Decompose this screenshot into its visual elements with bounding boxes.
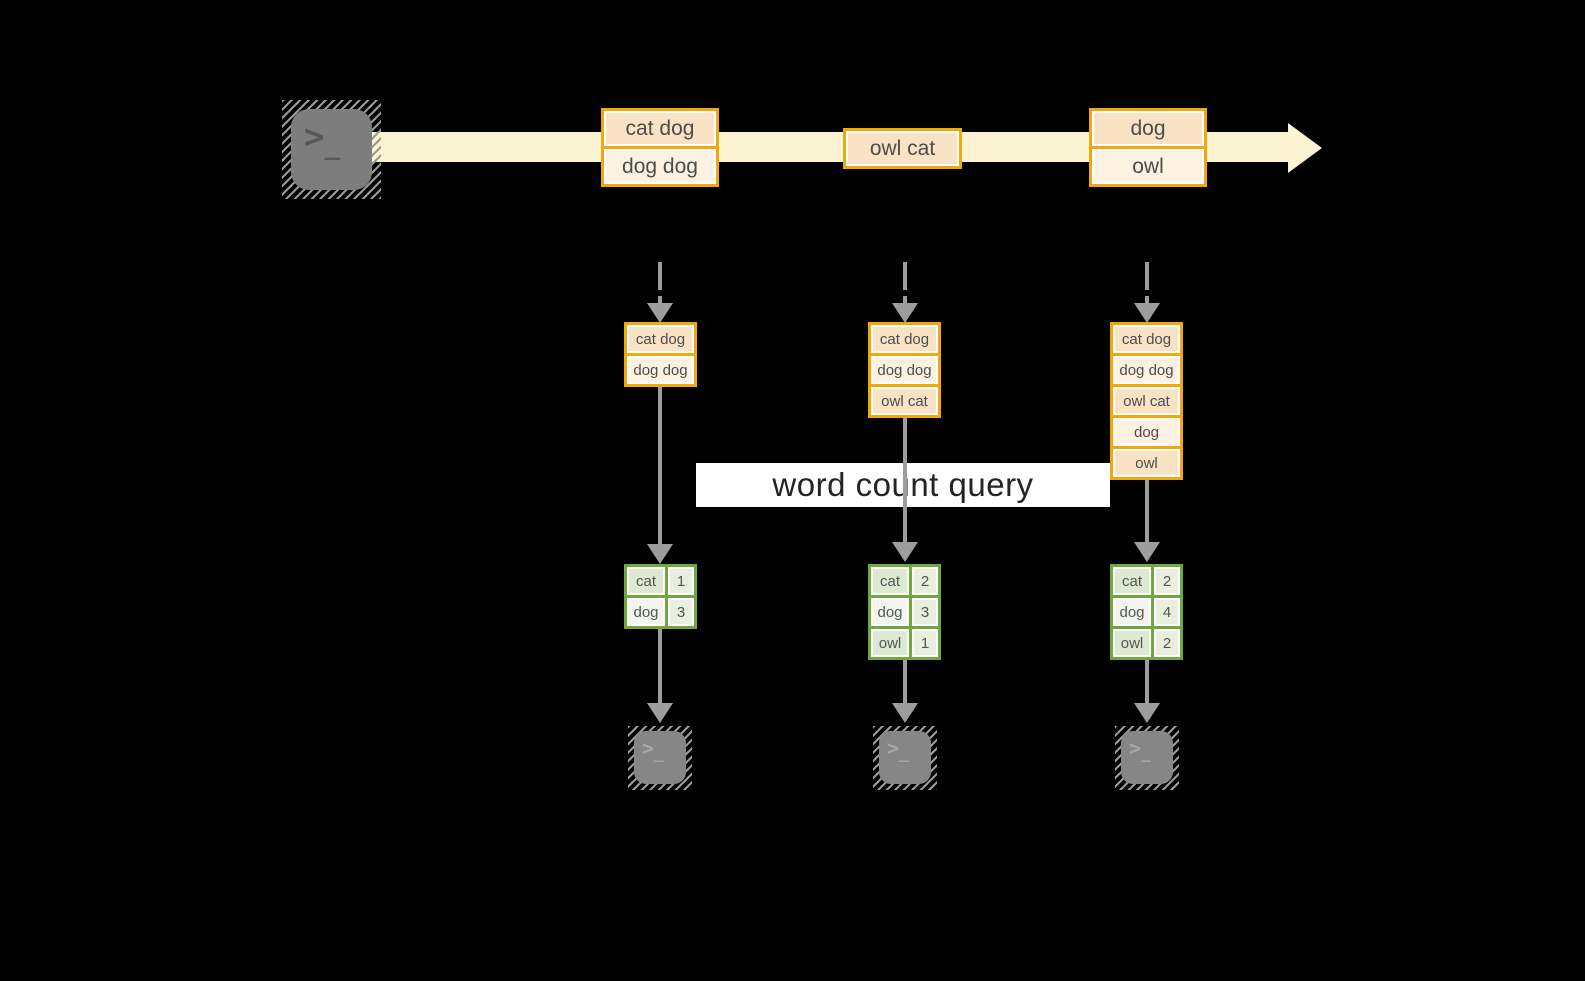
connector-line: [1145, 479, 1149, 543]
dashed-arrow-segment: [903, 296, 907, 308]
word-cell: dog: [871, 598, 909, 626]
connector-line: [903, 415, 907, 543]
batch-record: dog dog: [1113, 356, 1180, 384]
sink-terminal-icon: >_: [873, 726, 937, 790]
microbatch-box-1: cat dog dog dog: [624, 322, 697, 387]
word-cell: cat: [627, 567, 665, 595]
down-arrowhead-icon: [1134, 303, 1160, 323]
microbatch-box-2: cat dog dog dog owl cat: [868, 322, 941, 418]
connector-line: [658, 629, 662, 705]
terminal-icon-body: >_: [879, 731, 931, 784]
batch-record: owl cat: [1113, 387, 1180, 415]
connector-line: [658, 385, 662, 545]
down-arrowhead-icon: [1134, 542, 1160, 562]
count-cell: 1: [912, 629, 938, 657]
batch-record: dog dog: [627, 356, 694, 384]
word-cell: owl: [1113, 629, 1151, 657]
connector-line: [1145, 660, 1149, 705]
down-arrowhead-icon: [892, 303, 918, 323]
terminal-prompt-glyph: >: [642, 736, 655, 760]
stream-event-box-1: cat dog dog dog: [601, 108, 719, 187]
wordcount-table-1: cat 1 dog 3: [624, 564, 697, 629]
stream-timeline-arrowhead-icon: [1288, 123, 1322, 173]
batch-record: owl: [1113, 449, 1180, 477]
terminal-icon-body: >_: [1121, 731, 1173, 784]
word-cell: dog: [1113, 598, 1151, 626]
count-cell: 4: [1154, 598, 1180, 626]
terminal-prompt-glyph: >: [1129, 736, 1142, 760]
terminal-cursor-glyph: _: [654, 743, 664, 762]
connector-line: [903, 660, 907, 705]
terminal-prompt-glyph: >: [304, 117, 325, 157]
stream-event-box-2: owl cat: [843, 128, 962, 169]
microbatch-box-3: cat dog dog dog owl cat dog owl: [1110, 322, 1183, 480]
word-cell: owl: [871, 629, 909, 657]
terminal-icon-body: >_: [291, 109, 372, 190]
wordcount-table-2: cat 2 dog 3 owl 1: [868, 564, 941, 660]
batch-record: cat dog: [1113, 325, 1180, 353]
down-arrowhead-icon: [647, 703, 673, 723]
dashed-arrow-segment: [658, 296, 662, 308]
stream-record: owl cat: [846, 131, 959, 166]
terminal-prompt-glyph: >: [887, 736, 900, 760]
terminal-cursor-glyph: _: [899, 743, 909, 762]
dashed-arrow-segment: [658, 262, 662, 290]
count-cell: 2: [1154, 629, 1180, 657]
dashed-arrow-segment: [1145, 296, 1149, 308]
dashed-arrow-segment: [903, 262, 907, 290]
down-arrowhead-icon: [647, 544, 673, 564]
wordcount-table-3: cat 2 dog 4 owl 2: [1110, 564, 1183, 660]
sink-terminal-icon: >_: [1115, 726, 1179, 790]
source-terminal-icon: >_: [282, 100, 381, 199]
dashed-arrow-segment: [1145, 262, 1149, 290]
batch-record: dog dog: [871, 356, 938, 384]
batch-record: cat dog: [871, 325, 938, 353]
stream-record: dog dog: [604, 149, 716, 184]
count-cell: 2: [1154, 567, 1180, 595]
terminal-cursor-glyph: _: [324, 131, 341, 161]
terminal-cursor-glyph: _: [1141, 743, 1151, 762]
down-arrowhead-icon: [892, 703, 918, 723]
batch-record: cat dog: [627, 325, 694, 353]
count-cell: 2: [912, 567, 938, 595]
down-arrowhead-icon: [892, 542, 918, 562]
batch-record: dog: [1113, 418, 1180, 446]
stream-record: owl: [1092, 149, 1204, 184]
down-arrowhead-icon: [647, 303, 673, 323]
word-cell: cat: [1113, 567, 1151, 595]
count-cell: 1: [668, 567, 694, 595]
count-cell: 3: [668, 598, 694, 626]
stream-record: dog: [1092, 111, 1204, 146]
down-arrowhead-icon: [1134, 703, 1160, 723]
sink-terminal-icon: >_: [628, 726, 692, 790]
word-cell: cat: [871, 567, 909, 595]
stream-record: cat dog: [604, 111, 716, 146]
count-cell: 3: [912, 598, 938, 626]
batch-record: owl cat: [871, 387, 938, 415]
query-label: word count query: [772, 466, 1034, 503]
stream-event-box-3: dog owl: [1089, 108, 1207, 187]
word-cell: dog: [627, 598, 665, 626]
terminal-icon-body: >_: [634, 731, 686, 784]
